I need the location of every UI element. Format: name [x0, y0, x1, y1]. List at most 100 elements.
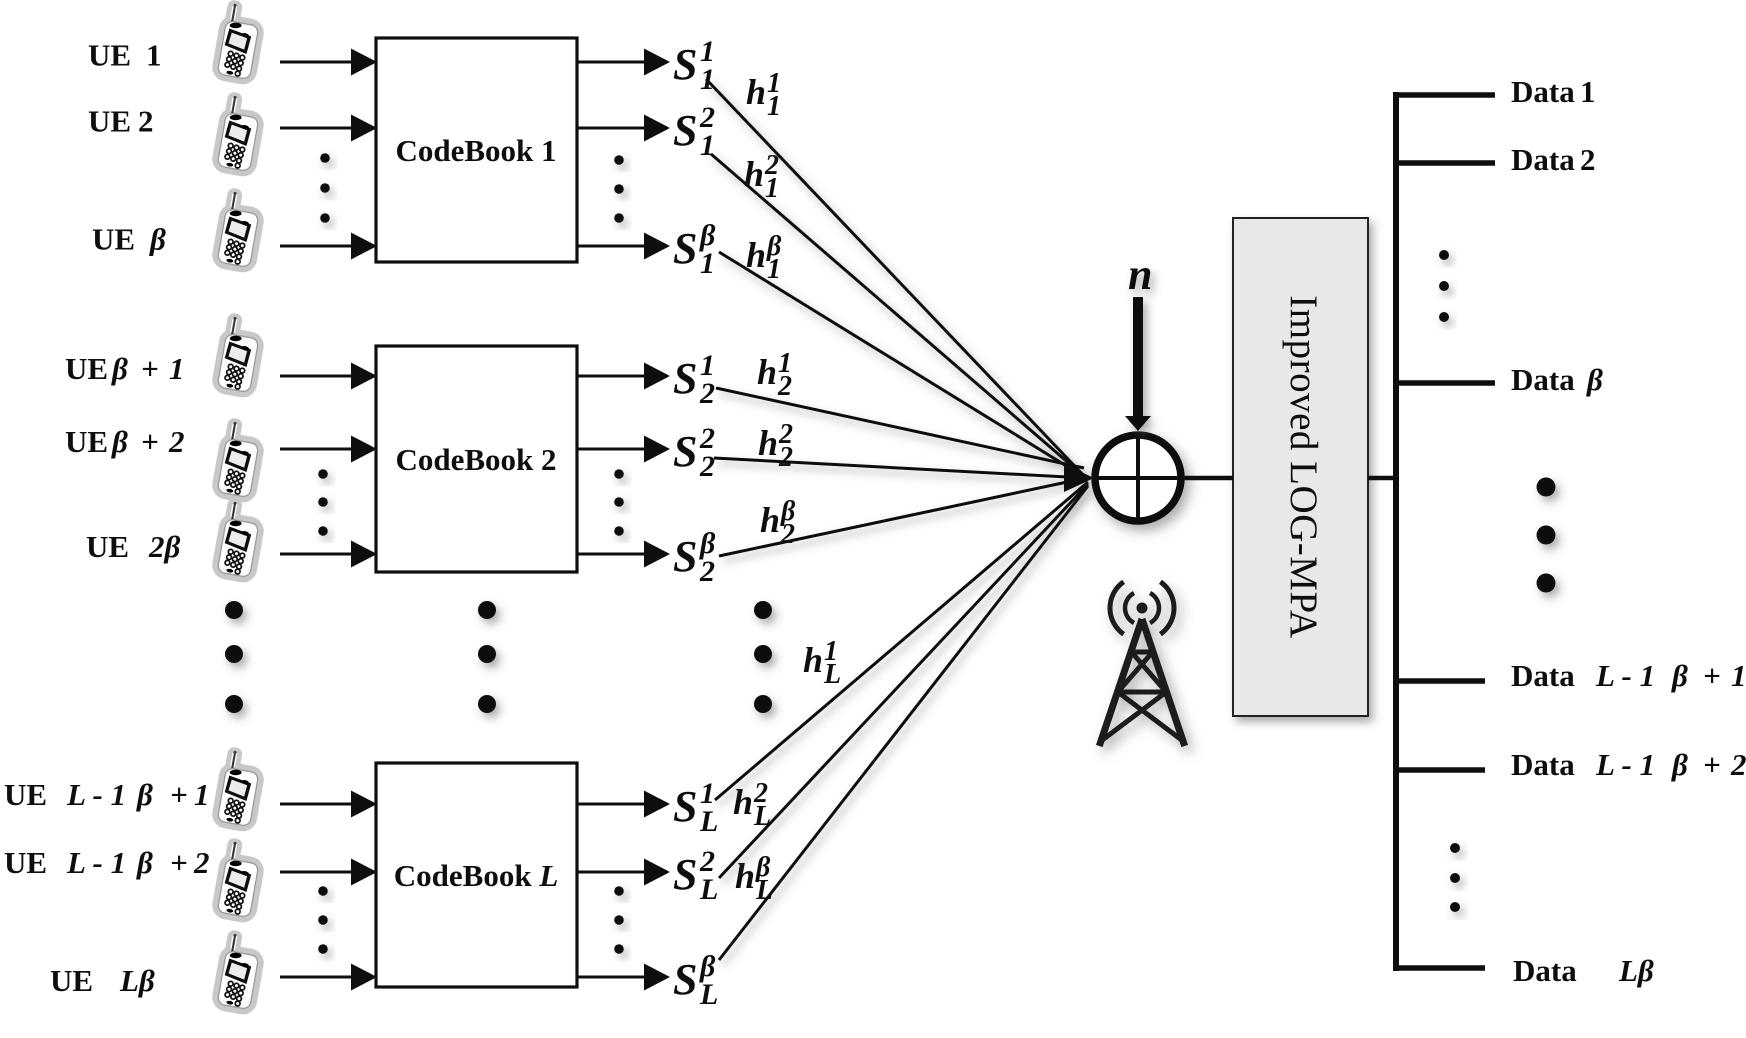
- svg-text:2: 2: [699, 101, 715, 134]
- svg-text:L: L: [699, 805, 718, 838]
- svg-text:1: 1: [700, 35, 715, 68]
- svg-text:CodeBook 1: CodeBook 1: [395, 133, 556, 168]
- svg-text:h: h: [735, 856, 755, 896]
- svg-text:Lβ: Lβ: [119, 963, 155, 998]
- svg-text:+: +: [141, 351, 159, 386]
- svg-text:S: S: [673, 532, 697, 581]
- svg-text:1: 1: [824, 636, 838, 667]
- svg-text:1: 1: [767, 91, 781, 122]
- svg-text:UE: UE: [92, 222, 135, 257]
- svg-text:Lβ: Lβ: [1618, 953, 1654, 988]
- svg-text:2: 2: [777, 371, 792, 402]
- svg-text:UE: UE: [88, 104, 131, 139]
- svg-text:2: 2: [138, 104, 154, 139]
- svg-text:UE: UE: [4, 777, 47, 812]
- svg-text:2: 2: [1580, 142, 1596, 177]
- svg-text:UE: UE: [86, 529, 129, 564]
- svg-text:Data: Data: [1511, 362, 1575, 397]
- svg-text:1: 1: [146, 38, 162, 73]
- svg-text:L - 1: L - 1: [1595, 658, 1655, 693]
- svg-text:1: 1: [169, 351, 185, 386]
- svg-text:Data: Data: [1511, 74, 1575, 109]
- svg-text:β: β: [136, 845, 153, 880]
- svg-text:β: β: [780, 496, 796, 527]
- svg-text:Data: Data: [1511, 142, 1575, 177]
- svg-text:β: β: [699, 950, 716, 983]
- svg-text:2: 2: [780, 519, 795, 550]
- svg-text:h: h: [757, 352, 777, 392]
- svg-text:2: 2: [168, 424, 185, 459]
- svg-text:β: β: [149, 222, 166, 257]
- svg-text:UE: UE: [88, 38, 131, 73]
- svg-text:S: S: [673, 955, 697, 1004]
- svg-text:β: β: [755, 852, 771, 883]
- svg-text:h: h: [803, 640, 823, 680]
- svg-text:2: 2: [1730, 747, 1746, 782]
- svg-text:S: S: [673, 354, 697, 403]
- svg-text:2: 2: [699, 845, 715, 878]
- svg-text:+: +: [1703, 747, 1721, 782]
- svg-text:L: L: [823, 659, 841, 690]
- svg-text:h: h: [760, 500, 780, 540]
- svg-text:2: 2: [753, 778, 768, 809]
- svg-text:β: β: [1671, 658, 1688, 693]
- svg-text:L - 1: L - 1: [1595, 747, 1655, 782]
- svg-text:n: n: [1128, 250, 1152, 299]
- svg-text:1: 1: [778, 348, 792, 379]
- svg-text:1: 1: [1580, 74, 1596, 109]
- svg-text:1: 1: [1731, 658, 1746, 693]
- svg-text:β: β: [699, 219, 716, 252]
- svg-text:2: 2: [699, 422, 715, 455]
- svg-text:β: β: [136, 777, 153, 812]
- svg-text:h: h: [746, 72, 766, 112]
- svg-text:h: h: [758, 423, 778, 463]
- svg-text:2: 2: [699, 555, 715, 588]
- svg-text:1: 1: [700, 247, 715, 280]
- svg-text:Data: Data: [1511, 747, 1575, 782]
- svg-text:CodeBook 2: CodeBook 2: [395, 442, 556, 477]
- svg-text:+: +: [1703, 658, 1721, 693]
- svg-text:L - 1: L - 1: [66, 777, 126, 812]
- svg-text:β: β: [766, 231, 782, 262]
- svg-text:UE: UE: [65, 351, 108, 386]
- svg-text:L: L: [753, 801, 771, 832]
- svg-text:β: β: [699, 527, 716, 560]
- svg-text:L: L: [699, 978, 718, 1011]
- svg-text:1: 1: [767, 68, 781, 99]
- svg-text:CodeBook L: CodeBook L: [394, 858, 559, 893]
- svg-text:2β: 2β: [148, 529, 181, 564]
- svg-text:β: β: [111, 351, 128, 386]
- svg-text:1: 1: [767, 254, 781, 285]
- svg-text:Improved LOG-MPA: Improved LOG-MPA: [1282, 295, 1325, 638]
- svg-text:L - 1: L - 1: [66, 845, 126, 880]
- svg-text:2: 2: [699, 377, 715, 410]
- svg-text:UE: UE: [65, 424, 108, 459]
- svg-text:h: h: [746, 235, 766, 275]
- svg-text:1: 1: [700, 777, 715, 810]
- svg-text:S: S: [673, 427, 697, 476]
- svg-text:S: S: [673, 40, 697, 89]
- svg-text:1: 1: [765, 173, 779, 204]
- svg-text:+: +: [141, 424, 159, 459]
- svg-text:UE: UE: [4, 845, 47, 880]
- svg-text:+: +: [170, 845, 188, 880]
- svg-text:S: S: [673, 782, 697, 831]
- svg-text:β: β: [1586, 362, 1603, 397]
- svg-text:L: L: [699, 873, 718, 906]
- svg-text:2: 2: [764, 150, 779, 181]
- svg-text:S: S: [673, 106, 697, 155]
- svg-text:h: h: [744, 154, 764, 194]
- svg-text:1: 1: [194, 777, 210, 812]
- svg-text:β: β: [1671, 747, 1688, 782]
- svg-text:S: S: [673, 850, 697, 899]
- svg-text:+: +: [170, 777, 188, 812]
- svg-text:Data: Data: [1513, 953, 1577, 988]
- svg-text:2: 2: [778, 442, 793, 473]
- svg-text:2: 2: [193, 845, 210, 880]
- svg-text:2: 2: [778, 419, 793, 450]
- svg-text:Data: Data: [1511, 658, 1575, 693]
- svg-text:S: S: [673, 224, 697, 273]
- svg-text:1: 1: [700, 349, 715, 382]
- svg-text:UE: UE: [50, 963, 93, 998]
- svg-text:h: h: [733, 782, 753, 822]
